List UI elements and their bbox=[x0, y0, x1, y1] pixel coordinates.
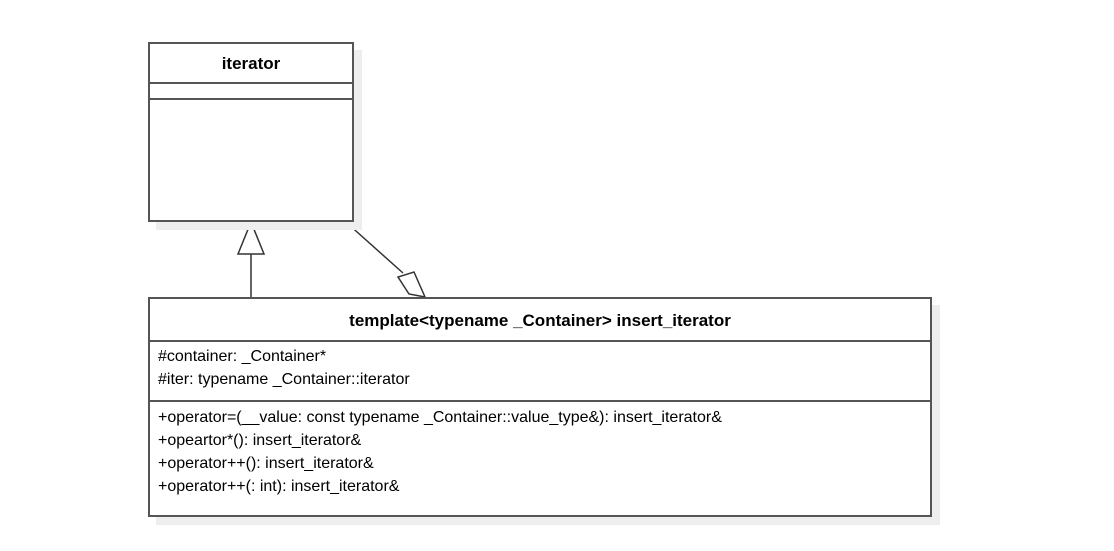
class-iterator: iterator bbox=[148, 42, 354, 222]
operation-assign: +operator=(__value: const typename _Cont… bbox=[158, 409, 722, 426]
aggregation-diamond bbox=[396, 271, 427, 298]
operation-post-increment: +operator++(: int): insert_iterator& bbox=[158, 478, 400, 495]
attribute-iter: #iter: typename _Container::iterator bbox=[158, 371, 410, 388]
class-iterator-name: iterator bbox=[150, 44, 352, 84]
class-iterator-operations bbox=[150, 100, 352, 102]
class-insert-iterator-operations: +operator=(__value: const typename _Cont… bbox=[150, 402, 930, 498]
class-iterator-attributes bbox=[150, 84, 352, 100]
class-insert-iterator-name: template<typename _Container> insert_ite… bbox=[150, 299, 930, 342]
attribute-container: #container: _Container* bbox=[158, 348, 327, 365]
class-insert-iterator-attributes: #container: _Container* #iter: typename … bbox=[150, 342, 930, 402]
operation-pre-increment: +operator++(): insert_iterator& bbox=[158, 455, 374, 472]
generalization-arrowhead bbox=[236, 220, 266, 255]
operation-deref: +opeartor*(): insert_iterator& bbox=[158, 432, 362, 449]
aggregation-line bbox=[346, 222, 404, 274]
class-insert-iterator: template<typename _Container> insert_ite… bbox=[148, 297, 932, 517]
